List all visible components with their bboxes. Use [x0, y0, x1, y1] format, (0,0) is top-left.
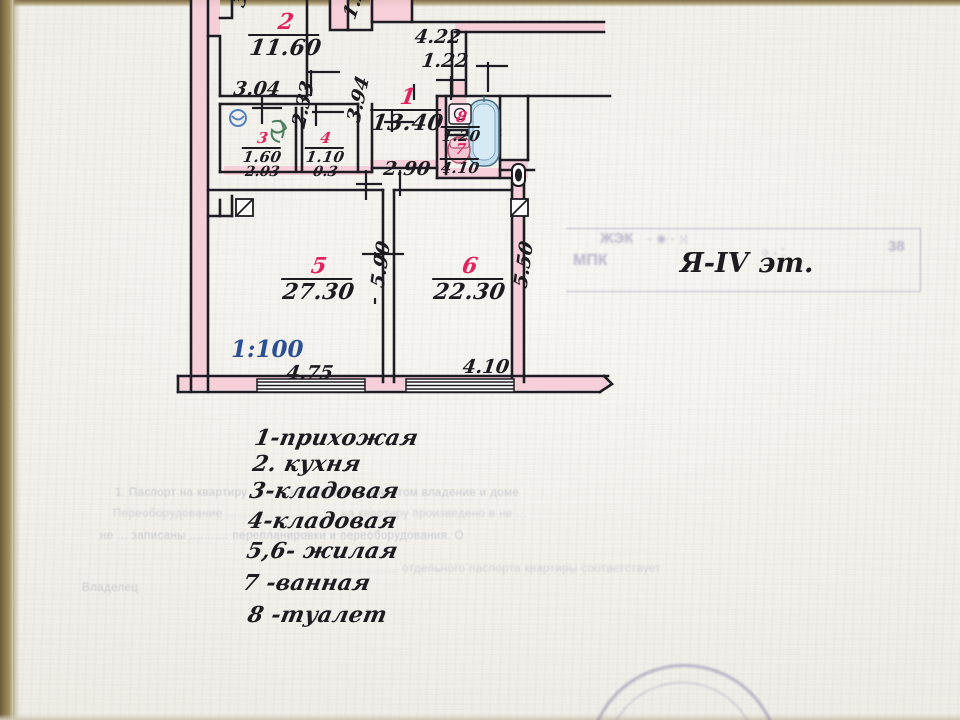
legend-item-1: 1-прихожая [252, 425, 421, 451]
room-area: 1.20 [440, 127, 482, 145]
dim-top-4-22: 4.22 [413, 26, 463, 48]
form-text-line-4: ................... отдельного паспорта … [330, 563, 661, 575]
dim-4-75: 4.75 [285, 362, 335, 384]
room-number: 5 [281, 253, 357, 280]
room-area-sub: 2.03 [243, 164, 281, 180]
room-number: 8 [440, 108, 482, 128]
legend-item-6: 7 -ванная [240, 570, 373, 596]
room-number: 2 [248, 9, 324, 36]
room-area: 13.40 [369, 110, 446, 136]
room-area-sub: 0.3 [311, 164, 339, 180]
scan-top-edge [0, 0, 960, 7]
stamp-frame-right [566, 228, 921, 292]
stamp-text-number: 38 [888, 238, 905, 255]
room-area: 1.60 [241, 148, 283, 166]
scan-bottom-edge [0, 714, 960, 720]
dim-3-04: 3.04 [232, 78, 282, 100]
form-text-line-2: Переоборудование .......................… [113, 508, 528, 520]
floor-label: Я-IV эт. [680, 248, 814, 279]
stamp-speck-b: ⁘ · ⁚ [760, 246, 785, 260]
dim-1-22-inner: 1.22 [420, 50, 470, 72]
room-number: 3 [241, 129, 283, 149]
form-text-line-5: Владелец [82, 582, 139, 594]
room-area: 11.60 [247, 35, 324, 61]
legend-item-3: 3-кладовая [247, 478, 402, 504]
room-number: 6 [432, 253, 508, 280]
legend-item-7: 8 -туалет [245, 602, 390, 628]
scan-left-edge [0, 0, 15, 720]
room-number: 1 [370, 84, 446, 111]
room-number: 4 [304, 129, 346, 149]
stamp-text-mpk: МПК [573, 252, 608, 269]
room-area: 4.10 [439, 159, 481, 177]
room-area: 1.10 [304, 148, 346, 166]
legend-item-5: 5,6- жилая [244, 538, 401, 564]
dim-2-90: 2.90 [382, 158, 432, 180]
legend-item-2: 2. кухня [250, 451, 364, 477]
scan-left-edge-soft [13, 0, 20, 720]
room-area: 27.30 [280, 279, 357, 305]
stamp-speck-a: · ✳ · ⁙ [648, 232, 690, 247]
legend-item-4: 4-кладовая [245, 508, 400, 534]
stamp-text-zhek: ЖЭК [600, 230, 634, 247]
dim-4-10: 4.10 [461, 356, 511, 378]
form-text-line-1: 1. Паспорт на квартиру .......... не счи… [115, 487, 520, 499]
form-text-line-3: не ... записаны ........... перепланиров… [100, 530, 464, 542]
room-area: 22.30 [431, 279, 508, 305]
scale-label: 1:100 [231, 336, 304, 363]
